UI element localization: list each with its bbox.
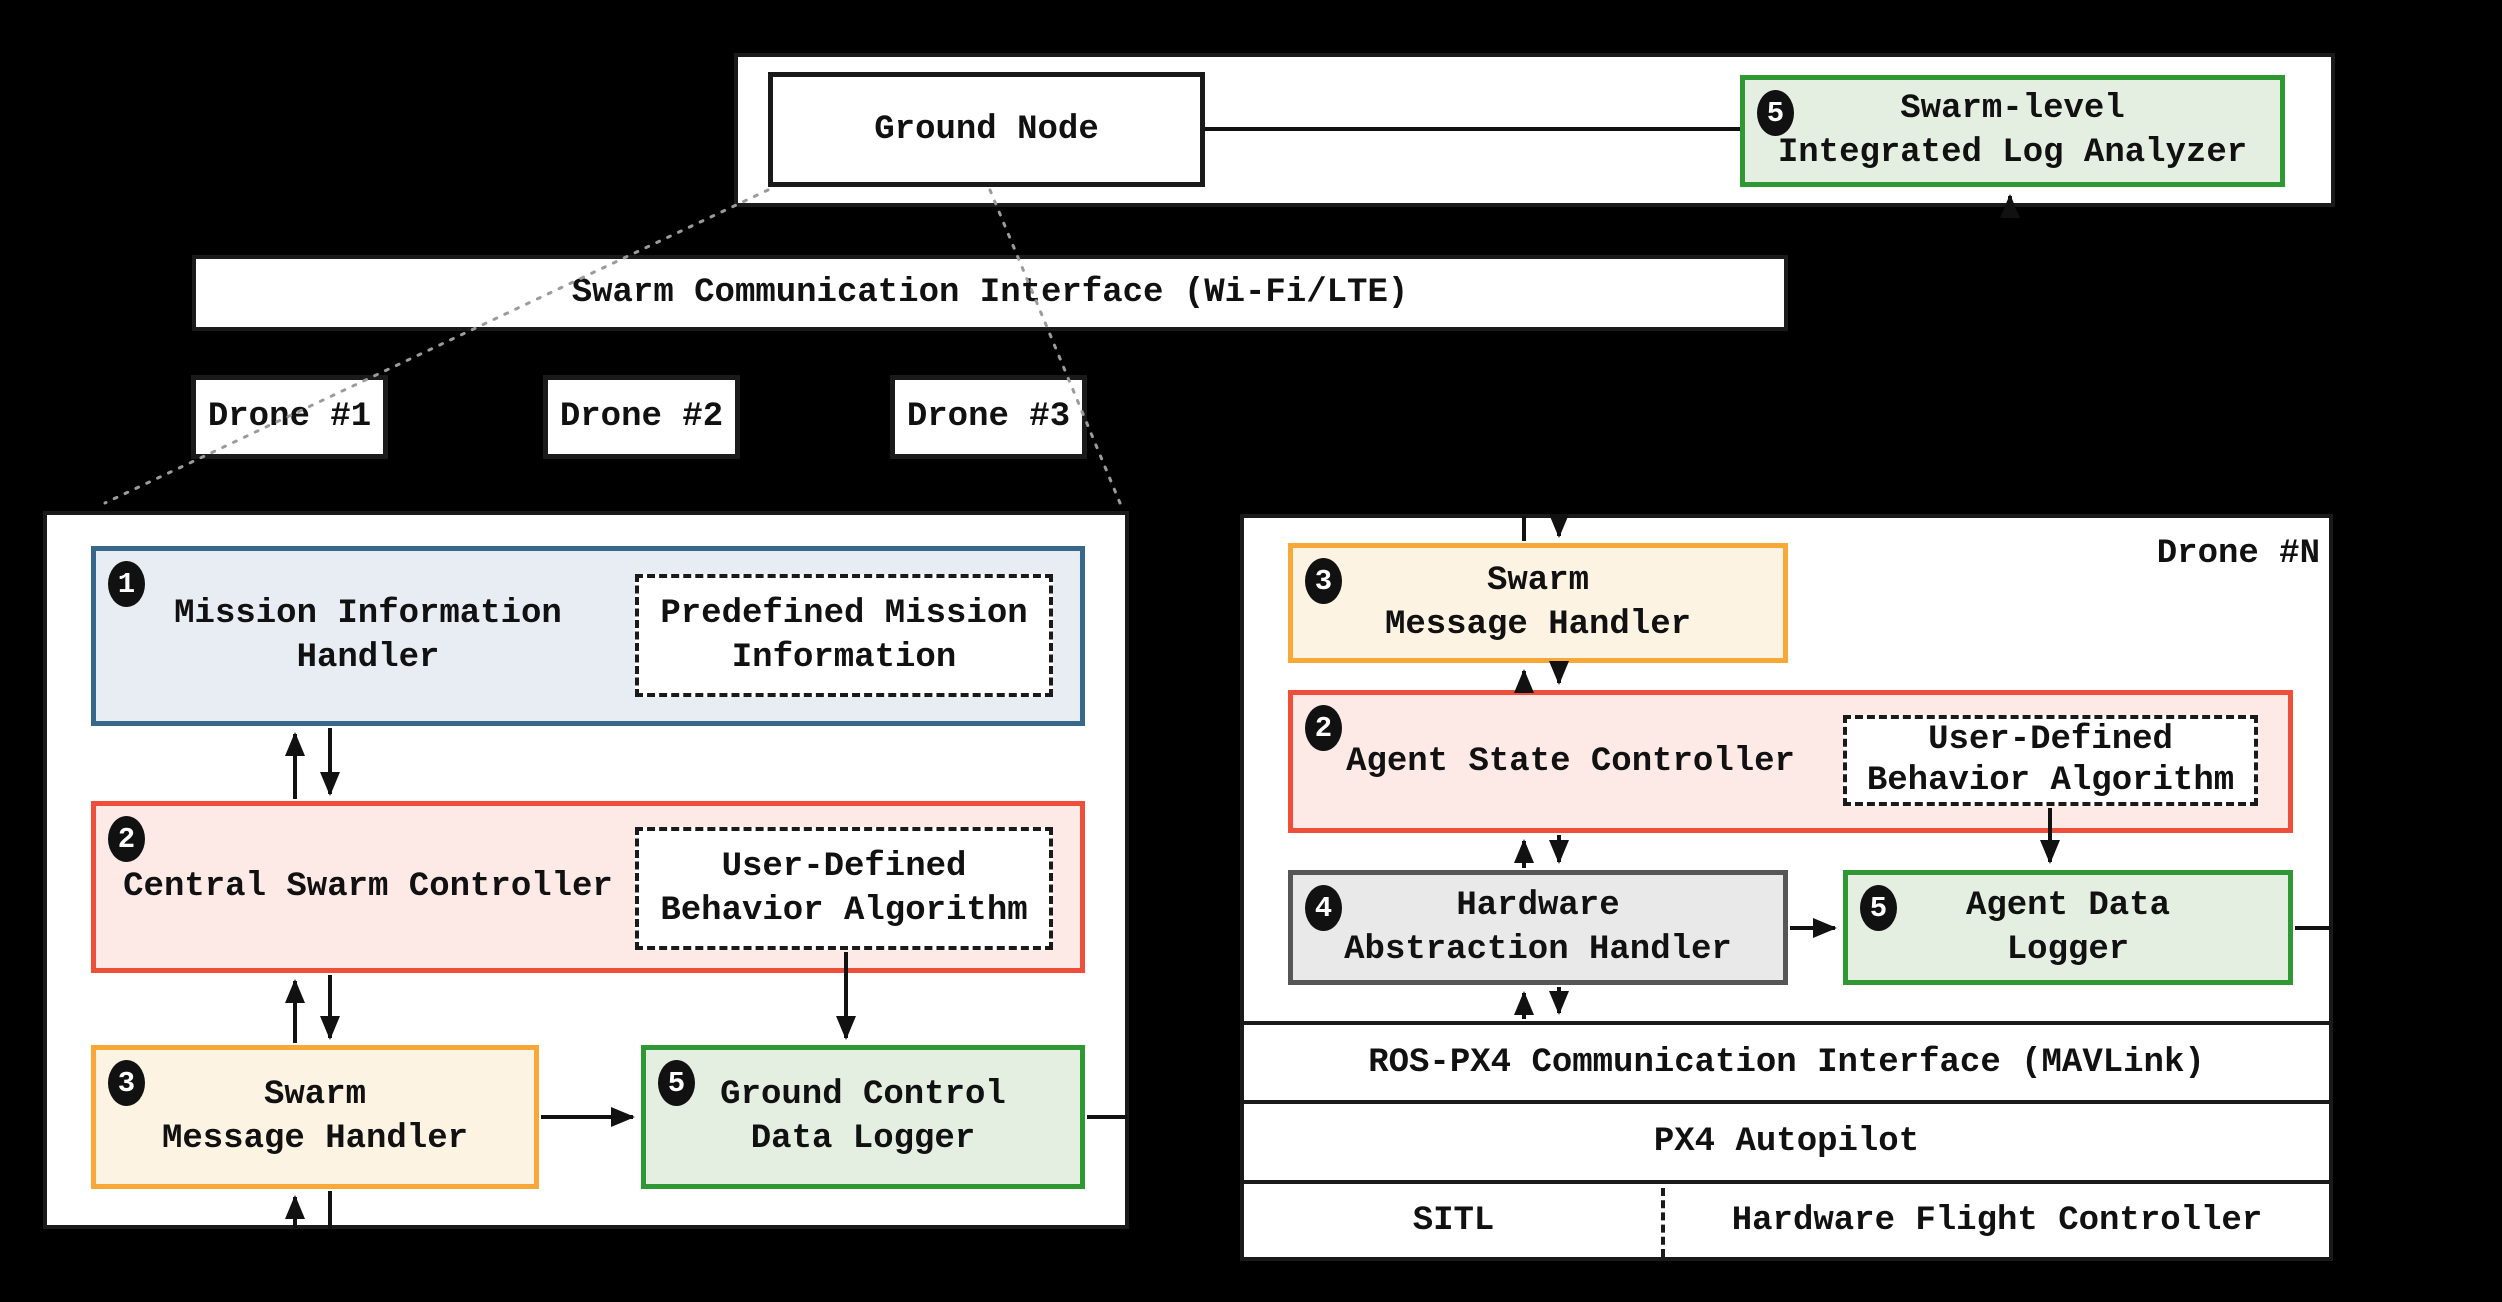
badge-5-icon: 5 bbox=[1860, 885, 1897, 931]
label-line: User-Defined bbox=[1928, 720, 2173, 759]
mission-information-handler-label: Mission Information Handler bbox=[96, 551, 640, 721]
sitl-hw-divider bbox=[1661, 1188, 1665, 1257]
label-line: Abstraction Handler bbox=[1344, 930, 1732, 969]
label-line: Predefined Mission bbox=[660, 594, 1028, 633]
px4-autopilot-row: PX4 Autopilot bbox=[1244, 1104, 2329, 1180]
badge-4-icon: 4 bbox=[1305, 885, 1342, 931]
ground-control-data-logger-label: Ground Control Data Logger bbox=[646, 1050, 1080, 1184]
ground-node-box: Ground Node bbox=[768, 72, 1205, 187]
hardware-flight-controller-cell: Hardware Flight Controller bbox=[1665, 1184, 2329, 1257]
label-line: Integrated Log Analyzer bbox=[1777, 134, 2248, 172]
label-line: Agent Data bbox=[1965, 886, 2171, 925]
behavior-algorithm-box-drone: User-Defined Behavior Algorithm bbox=[1843, 715, 2258, 806]
label-line: User-Defined bbox=[721, 847, 967, 886]
label-line: Swarm bbox=[263, 1076, 367, 1114]
agent-state-controller-label: Agent State Controller bbox=[1293, 695, 1848, 828]
label-line: Ground Control bbox=[720, 1076, 1006, 1114]
agent-state-controller-box: 2 Agent State Controller User-Defined Be… bbox=[1288, 690, 2293, 833]
label-line: Hardware bbox=[1456, 886, 1620, 925]
swarm-message-handler-box-drone: 3 Swarm Message Handler bbox=[1288, 543, 1788, 663]
hardware-abstraction-handler-label: Hardware Abstraction Handler bbox=[1293, 875, 1783, 980]
label-line: Message Handler bbox=[161, 1120, 469, 1158]
label-line: Swarm bbox=[1486, 562, 1590, 600]
drone-1-box: Drone #1 bbox=[191, 375, 388, 459]
badge-2-icon: 2 bbox=[108, 816, 145, 862]
swarm-message-handler-label-gcs: Swarm Message Handler bbox=[96, 1050, 534, 1184]
central-swarm-controller-box: 2 Central Swarm Controller User-Defined … bbox=[91, 801, 1085, 973]
label-line: Swarm-level bbox=[1900, 90, 2125, 128]
ground-control-data-logger-box: 5 Ground Control Data Logger bbox=[641, 1045, 1085, 1189]
row-divider bbox=[1244, 1180, 2329, 1184]
badge-5-icon: 5 bbox=[1757, 90, 1794, 136]
sitl-cell: SITL bbox=[1244, 1184, 1663, 1257]
drone-n-title: Drone #N bbox=[2095, 532, 2320, 576]
drone-3-label: Drone #3 bbox=[906, 398, 1071, 436]
label-line: Agent State Controller bbox=[1346, 742, 1795, 781]
mission-information-handler-box: 1 Mission Information Handler Predefined… bbox=[91, 546, 1085, 726]
behavior-algorithm-box-gcs: User-Defined Behavior Algorithm bbox=[635, 827, 1053, 950]
ros-px4-interface-label: ROS-PX4 Communication Interface (MAVLink… bbox=[1368, 1043, 2205, 1082]
px4-autopilot-label: PX4 Autopilot bbox=[1653, 1123, 1920, 1161]
swarm-log-analyzer-box: 5 Swarm-level Integrated Log Analyzer bbox=[1740, 75, 2285, 187]
agent-data-logger-box: 5 Agent Data Logger bbox=[1843, 870, 2293, 985]
swarm-comm-interface-label: Swarm Communication Interface (Wi-Fi/LTE… bbox=[571, 274, 1409, 312]
agent-data-logger-label: Agent Data Logger bbox=[1848, 875, 2288, 980]
ground-node-label: Ground Node bbox=[874, 110, 1099, 149]
ros-px4-interface-row: ROS-PX4 Communication Interface (MAVLink… bbox=[1244, 1025, 2329, 1100]
drone-2-label: Drone #2 bbox=[559, 398, 724, 436]
label-line: Logger bbox=[2006, 930, 2130, 969]
label-line: Mission Information bbox=[174, 595, 562, 633]
drone-2-box: Drone #2 bbox=[543, 375, 740, 459]
badge-3-icon: 3 bbox=[108, 1060, 145, 1106]
predefined-mission-box: Predefined Mission Information bbox=[635, 574, 1053, 697]
row-divider bbox=[1244, 1100, 2329, 1104]
badge-2-icon: 2 bbox=[1305, 705, 1342, 751]
badge-5-icon: 5 bbox=[658, 1060, 695, 1106]
label-line: Handler bbox=[296, 639, 440, 677]
label-line: Drone #N bbox=[2156, 535, 2320, 573]
label-line: Information bbox=[731, 638, 957, 677]
drone-1-label: Drone #1 bbox=[207, 398, 372, 436]
badge-1-icon: 1 bbox=[108, 561, 145, 607]
label-line: Message Handler bbox=[1384, 606, 1692, 644]
central-swarm-controller-label: Central Swarm Controller bbox=[96, 806, 640, 968]
sitl-label: SITL bbox=[1412, 1201, 1495, 1240]
label-line: Central Swarm Controller bbox=[123, 868, 613, 906]
hardware-flight-controller-label: Hardware Flight Controller bbox=[1731, 1201, 2263, 1240]
swarm-message-handler-label-drone: Swarm Message Handler bbox=[1293, 548, 1783, 658]
swarm-comm-interface-bar: Swarm Communication Interface (Wi-Fi/LTE… bbox=[192, 255, 1788, 331]
badge-3-icon: 3 bbox=[1305, 558, 1342, 604]
label-line: Data Logger bbox=[750, 1120, 976, 1158]
row-divider bbox=[1244, 1021, 2329, 1025]
swarm-message-handler-box-gcs: 3 Swarm Message Handler bbox=[91, 1045, 539, 1189]
drone-3-box: Drone #3 bbox=[890, 375, 1087, 459]
hardware-abstraction-handler-box: 4 Hardware Abstraction Handler bbox=[1288, 870, 1788, 985]
swarm-log-analyzer-label: Swarm-level Integrated Log Analyzer bbox=[1745, 80, 2280, 182]
label-line: Behavior Algorithm bbox=[1866, 761, 2235, 800]
label-line: Behavior Algorithm bbox=[660, 891, 1028, 930]
